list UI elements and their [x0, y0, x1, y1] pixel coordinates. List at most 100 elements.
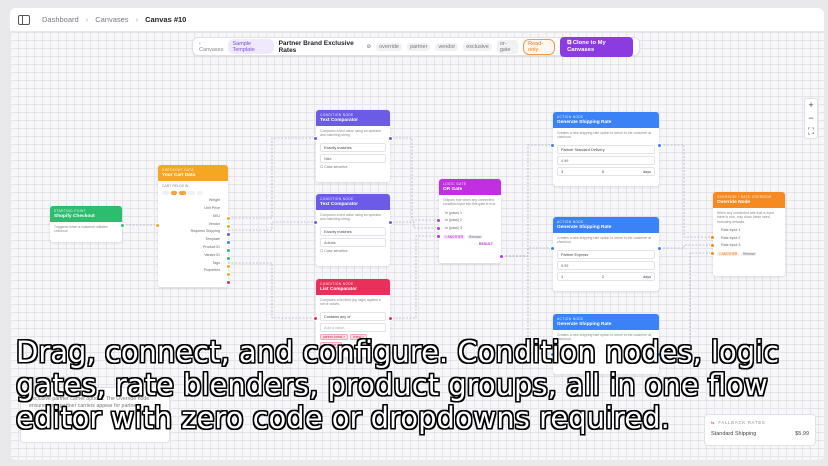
canvas-toolbar: ‹ Canvases Sample Template Partner Brand… — [192, 36, 640, 57]
fallback-rate-name: Standard Shipping — [711, 431, 757, 437]
node-kind: CHECKOUT DATA — [162, 168, 194, 172]
input-port[interactable] — [313, 316, 318, 321]
fit-view-button[interactable]: ⛶ — [807, 126, 815, 136]
shipping-rate-node[interactable]: ACTION NODE Generate Shipping Rate Creat… — [553, 314, 659, 374]
video-caption: Drag, connect, and configure. Condition … — [16, 335, 780, 435]
input-port[interactable] — [155, 223, 160, 228]
node-kind: STARTING POINT — [54, 209, 87, 213]
rate-price-input[interactable]: 9.99 — [557, 260, 655, 270]
input-port[interactable] — [436, 234, 441, 239]
input-port[interactable] — [313, 220, 318, 225]
output-port[interactable] — [499, 254, 504, 259]
output-port[interactable] — [226, 272, 231, 277]
input-port[interactable] — [550, 246, 555, 251]
value-chip[interactable]: brand × — [350, 333, 367, 340]
add-input-button[interactable]: + ANOTHER — [717, 252, 740, 257]
list-comparator-node[interactable]: CONDITION NODE List Comparator Compares … — [316, 279, 390, 357]
cart-data-node[interactable]: CHECKOUT DATA Your Cart Data CART FIELDS… — [158, 165, 228, 287]
node-title: Your Cart Data — [162, 173, 196, 178]
output-port[interactable] — [388, 316, 393, 321]
output-port[interactable] — [226, 232, 231, 237]
zoom-out-button[interactable]: − — [808, 113, 814, 123]
sidebar-toggle-icon[interactable] — [18, 14, 30, 25]
input-port[interactable] — [550, 352, 555, 357]
chip[interactable] — [188, 191, 195, 196]
text-comparator-node[interactable]: CONDITION NODE Text Comparator Compares … — [316, 194, 390, 266]
cart-field-row: Vendor — [208, 221, 220, 226]
input-port[interactable] — [436, 226, 441, 231]
node-description: CART FIELDS IN — [162, 184, 189, 188]
zoom-in-button[interactable]: + — [808, 100, 814, 110]
add-input-button[interactable]: + ANOTHER — [443, 234, 466, 239]
breadcrumb-canvases[interactable]: Canvases — [95, 15, 129, 24]
input-port[interactable] — [550, 143, 555, 148]
remove-input-button[interactable]: Remove — [741, 252, 758, 257]
back-to-canvases-link[interactable]: ‹ Canvases — [199, 40, 224, 53]
operator-select[interactable]: Contains any of — [320, 311, 386, 321]
delivery-range[interactable]: 1 2 days — [557, 271, 655, 281]
input-port[interactable] — [313, 136, 318, 141]
case-sensitive-checkbox[interactable]: ☐ Case sensitive — [320, 248, 348, 253]
min-days[interactable]: 3 — [561, 169, 564, 174]
fallback-icon: ⇆ — [711, 420, 716, 425]
override-actions: + ANOTHER Remove — [717, 252, 781, 257]
override-node[interactable]: OVERRIDE / RATE OVERRIDE Override Node W… — [713, 192, 785, 276]
edge — [502, 144, 551, 257]
chip[interactable] — [179, 191, 187, 196]
edge — [228, 221, 314, 231]
remove-input-button[interactable]: Remove — [467, 234, 484, 239]
input-port[interactable] — [436, 218, 441, 223]
output-port[interactable] — [226, 240, 231, 245]
shipping-rate-node[interactable]: ACTION NODE Generate Shipping Rate Creat… — [553, 112, 659, 186]
flow-canvas[interactable]: ‹ Canvases Sample Template Partner Brand… — [10, 32, 824, 460]
chip[interactable] — [162, 191, 169, 196]
output-port[interactable] — [388, 136, 393, 141]
node-title: Generate Shipping Rate — [557, 322, 612, 327]
canvas-info-panel: Exclusive partner carrier options. The O… — [20, 387, 170, 443]
operator-select[interactable]: Exactly matches — [320, 226, 386, 236]
output-port[interactable] — [657, 352, 662, 357]
clone-button[interactable]: ⧉ Clone to My Canvases — [560, 36, 633, 57]
override-input: Rate input 2 — [721, 235, 741, 240]
trigger-node[interactable]: STARTING POINT Shopify Checkout Triggere… — [50, 206, 122, 242]
input-port[interactable] — [710, 251, 715, 256]
value-chip[interactable]: partner-brand × — [320, 333, 349, 340]
output-port[interactable] — [226, 216, 231, 221]
gate-input: In (pass) 2 — [445, 218, 462, 223]
add-value-input[interactable]: Add a value... — [320, 322, 386, 332]
max-days[interactable]: 2 — [601, 274, 605, 279]
fallback-rates-panel: ⇆FALLBACK RATES Standard Shipping $5.99 — [704, 414, 816, 446]
text-comparator-node[interactable]: CONDITION NODE Text Comparator Compares … — [316, 110, 390, 182]
output-port[interactable] — [226, 280, 231, 285]
chip[interactable] — [196, 191, 204, 196]
output-port[interactable] — [226, 264, 231, 269]
rate-name-input[interactable]: Partner Standard Delivery — [557, 144, 655, 154]
top-bar: Dashboard › Canvases › Canvas #10 — [10, 8, 824, 32]
edge — [228, 262, 314, 319]
output-port[interactable] — [657, 143, 662, 148]
shipping-rate-node[interactable]: ACTION NODE Generate Shipping Rate Creat… — [553, 217, 659, 291]
output-port[interactable] — [120, 223, 125, 228]
output-port[interactable] — [388, 220, 393, 225]
output-port[interactable] — [226, 256, 231, 261]
input-port[interactable] — [710, 235, 715, 240]
output-port[interactable] — [657, 246, 662, 251]
node-title: List Comparator — [320, 287, 358, 292]
case-sensitive-checkbox[interactable]: ☐ Case sensitive — [320, 164, 348, 169]
or-gate-node[interactable]: LOGIC GATE OR Gate Outputs true when any… — [439, 179, 501, 263]
breadcrumb-dashboard[interactable]: Dashboard — [42, 15, 79, 24]
delivery-range[interactable]: 3 5 days — [557, 166, 655, 176]
value-input[interactable]: Nike — [320, 153, 386, 163]
min-days[interactable]: 1 — [561, 274, 564, 279]
operator-select[interactable]: Exactly matches — [320, 142, 386, 152]
output-port[interactable] — [226, 248, 231, 253]
value-chip[interactable]: exclusive × — [320, 341, 342, 348]
input-port[interactable] — [710, 243, 715, 248]
value-input[interactable]: Adidas — [320, 237, 386, 247]
max-days[interactable]: 5 — [601, 169, 605, 174]
rate-name-input[interactable]: Partner Express — [557, 249, 655, 259]
rate-price-input[interactable]: 4.99 — [557, 155, 655, 165]
chip[interactable] — [170, 191, 178, 196]
cart-field-row: Properties — [203, 268, 220, 273]
output-port[interactable] — [226, 224, 231, 229]
